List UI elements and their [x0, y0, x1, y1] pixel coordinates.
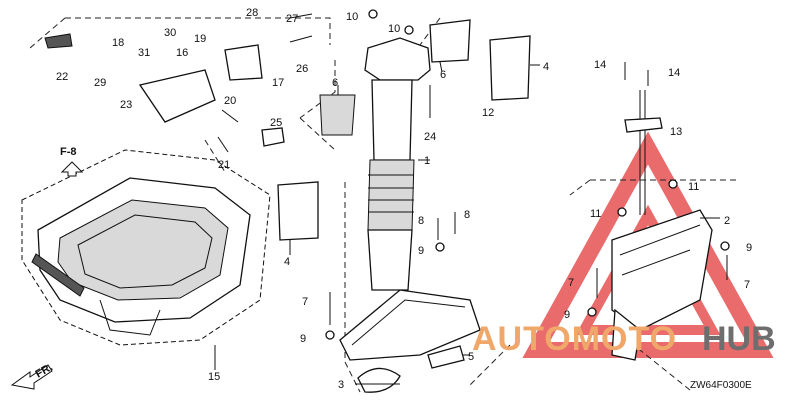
watermark-text-primary: AUTOMOTO	[472, 320, 677, 358]
label-11b: 11	[590, 208, 601, 220]
label-9c: 9	[564, 309, 570, 321]
label-6b: 6	[440, 69, 446, 81]
watermark-text-secondary: HUB	[702, 320, 776, 358]
label-14b: 14	[668, 67, 680, 79]
label-26: 26	[296, 63, 308, 75]
view-arrow: F-8	[60, 146, 84, 177]
oil-pan-assembly	[21, 149, 271, 370]
label-8a: 8	[418, 215, 424, 227]
label-14a: 14	[594, 59, 606, 71]
label-30: 30	[164, 27, 176, 39]
label-18: 18	[112, 37, 124, 49]
label-17: 17	[272, 77, 284, 89]
label-23: 23	[120, 99, 132, 111]
label-10b: 10	[388, 23, 400, 35]
label-31: 31	[138, 47, 150, 59]
small-parts	[44, 9, 730, 393]
label-9b: 9	[418, 245, 424, 257]
part-labels: 1 2 3 4 4 5 6 6 7 7 7 8 8 9 9 9 9 10 10 …	[56, 7, 752, 391]
label-12: 12	[482, 107, 494, 119]
mount-bracket	[611, 90, 713, 361]
label-6a: 6	[332, 77, 338, 89]
dashed-frames	[29, 17, 740, 393]
label-20: 20	[224, 95, 236, 107]
label-1: 1	[424, 155, 430, 167]
label-5: 5	[468, 351, 474, 363]
label-4a: 4	[543, 61, 549, 73]
front-direction-arrow: FR.	[10, 361, 55, 390]
extension-case	[339, 37, 481, 361]
label-15: 15	[208, 371, 220, 383]
label-8b: 8	[464, 209, 470, 221]
leader-lines	[289, 61, 720, 385]
direction-label: FR.	[34, 361, 55, 380]
label-7c: 7	[744, 279, 750, 291]
label-13: 13	[670, 126, 682, 138]
label-2: 2	[724, 215, 730, 227]
label-21: 21	[218, 159, 230, 171]
label-22: 22	[56, 71, 68, 83]
label-10a: 10	[346, 11, 358, 23]
diagram-code: ZW64F0300E	[690, 380, 752, 391]
label-7b: 7	[568, 277, 574, 289]
label-29: 29	[94, 77, 106, 89]
label-3: 3	[338, 379, 344, 391]
label-11a: 11	[688, 181, 699, 193]
label-16: 16	[176, 47, 188, 59]
label-19: 19	[194, 33, 206, 45]
watermark: AUTOMOTO HUB	[472, 320, 776, 358]
label-27: 27	[286, 13, 298, 25]
label-9a: 9	[300, 333, 306, 345]
label-7a: 7	[302, 296, 308, 308]
view-label: F-8	[60, 146, 77, 158]
label-9d: 9	[746, 242, 752, 254]
label-25: 25	[270, 117, 282, 129]
label-24: 24	[424, 131, 436, 143]
label-4b: 4	[284, 256, 290, 268]
label-28: 28	[246, 7, 258, 19]
